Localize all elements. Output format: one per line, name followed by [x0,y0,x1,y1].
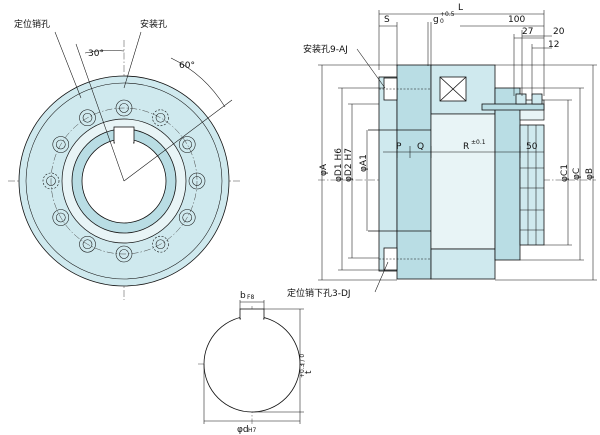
angle-60-label: 60° [179,61,195,71]
dia-D1: φD1 H6 [334,148,344,182]
dim-27: 27 [522,27,533,37]
hole-bore [192,176,202,186]
dim-Q: Q [417,142,424,152]
dim-g-tol-lower: 0 [440,18,444,25]
dia-C: φC [572,168,582,180]
terminal-bolt [481,103,545,111]
hole-bore [82,113,93,123]
dia-D2: φD2 H7 [344,148,354,182]
dim-g-tol: +0.5 [440,11,455,18]
keyway-dim-d-tol: H7 [248,427,257,434]
hole-bore [56,212,66,223]
keyway-dim-d: φd [237,425,249,435]
dowel-hole [152,109,169,127]
mount-hole [115,99,133,117]
mount-hole [188,172,206,190]
hole-bore [182,139,192,150]
keyway-dim-t: t [304,370,314,374]
mount-hole [178,209,196,226]
hub [396,64,432,280]
hole-bore [56,139,66,150]
hole-bore [182,212,192,223]
mount-hole [79,109,96,127]
bolt-circle-holes [42,99,206,263]
mount-hole-9AJ-label: 安装孔9-AJ [303,43,348,55]
dim-S: S [384,15,390,25]
keyway-view: b F8 t +0.3 / 0 φd H7 [198,291,314,435]
dim-g: g [433,15,439,25]
dia-A1: φA1 [359,154,369,172]
keyway-dim-b-tol: F8 [247,294,254,301]
dim-50: 50 [526,142,538,152]
mount-hole [79,235,96,253]
side-view: L S g +0.5 0 100 27 20 12 P Q R ±0.1 [287,3,597,299]
hole-bore [155,113,166,123]
mount-hole [178,136,196,153]
dim-20: 20 [553,27,565,37]
angle-30-label: 30° [88,49,104,59]
hole-bore [155,239,166,249]
mount-hole [52,136,70,153]
dim-100: 100 [508,15,525,25]
dowel-hole [42,172,60,190]
dim-12: 12 [548,40,559,50]
dim-P: P [396,142,402,152]
keyway-dim-t-tol: +0.3 / 0 [299,354,306,378]
dim-R: R [463,142,469,152]
dia-B: φB [585,168,595,180]
hole-bore [46,176,56,186]
keyway-dim-b: b [240,291,246,301]
dowel-hole-3DJ-label: 定位销下孔3-DJ [287,287,351,299]
hole-bore [119,249,129,259]
front-view: 定位销孔 安装孔 30° 60° [8,18,240,300]
dia-C1: φC1 [560,164,570,182]
keyway [113,126,135,144]
dowel-hole [152,235,169,253]
mount-hole [52,209,70,226]
keyway-bore [203,315,301,413]
hole-bore [119,103,129,113]
dim-L: L [458,3,463,13]
hole-bore [82,239,93,249]
dim-R-tol: ±0.1 [471,139,486,146]
flange [378,76,398,272]
dowel-hole-label: 定位销孔 [14,18,50,30]
dia-A: φA [319,163,329,176]
mount-hole-label: 安装孔 [140,18,167,30]
mount-hole [115,245,133,263]
